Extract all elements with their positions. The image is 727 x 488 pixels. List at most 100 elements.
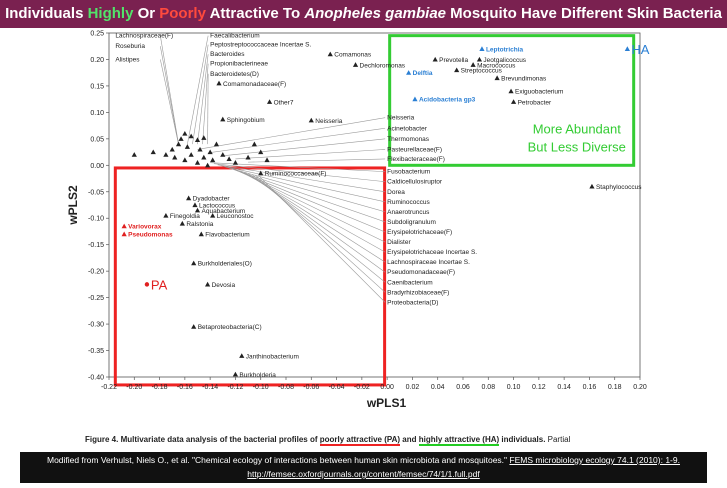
cluster-point [201,154,207,160]
leader-line [197,54,209,145]
right-label: Fusobacterium [387,169,430,176]
right-label: Pseudomonadaceae(F) [387,269,455,276]
x-tick-label: 0.04 [431,384,445,391]
cluster-point [232,160,239,165]
leader-line [160,46,179,145]
cluster-point [178,136,184,141]
point-label: Acidobacteria gp3 [419,97,476,104]
data-point [198,231,204,237]
x-tick-label: -0.14 [202,384,218,391]
cluster-point [194,137,201,142]
x-tick-label: 0.00 [380,384,394,391]
figure-caption: Figure 4. Multivariate data analysis of … [85,435,570,446]
right-label: Erysipelotrichaceae(F) [387,229,452,236]
cluster-point [245,154,251,160]
data-point [191,260,197,266]
right-label: Dialister [387,239,411,246]
x-tick-label: -0.06 [303,384,319,391]
data-point [216,80,222,86]
y-tick-label: 0.15 [90,83,104,90]
y-tick-label: -0.30 [88,322,104,329]
y-tick-label: -0.15 [88,242,104,249]
leader-line [160,35,179,145]
left-label: Lachnospiraceae(F) [115,33,173,40]
caption-part-1: Figure 4. Multivariate data analysis of … [85,435,320,444]
citation-url-link[interactable]: http://femsec.oxfordjournals.org/content… [247,469,480,479]
x-tick-label: 0.12 [532,384,546,391]
y-tick-label: -0.35 [88,348,104,355]
point-label: Prevotella [439,57,468,64]
data-point [121,223,127,229]
point-label: Dyadobacter [193,196,231,203]
citation-text: Modified from Verhulst, Niels O., et al.… [47,455,510,465]
right-label: Acinetobacter [387,125,428,132]
y-tick-label: -0.20 [88,269,104,276]
point-label: Brevundimonas [501,75,547,82]
citation-journal-link[interactable]: FEMS microbiology ecology 74.1 (2010): 1… [509,455,680,465]
leader-line [213,163,386,183]
leader-line [210,127,386,153]
cluster-point [175,141,182,147]
x-tick-label: -0.04 [329,384,345,391]
title-part-3: Attractive To [205,5,305,22]
x-tick-label: -0.02 [354,384,370,391]
x-tick-label: -0.16 [177,384,193,391]
ha-group-label: HA [631,42,649,57]
point-label: Leptotrichia [486,46,524,53]
top-label: Bacteroidetes(D) [210,71,259,78]
right-label: Caldicellulosiruptor [387,179,443,186]
data-point [508,88,514,94]
point-label: Delftia [413,70,433,77]
data-point [406,70,412,75]
title-poorly: Poorly [159,5,206,22]
leader-line [210,162,386,172]
point-label: Aquabacterium [202,208,246,215]
point-label: Jeotgalicoccus [483,57,526,64]
cluster-point [210,157,216,163]
data-point [205,281,211,287]
top-label: Propionibacterineae [210,61,268,68]
right-label: Ruminococcus [387,199,430,206]
cluster-point [220,152,226,157]
y-tick-label: 0.05 [90,136,104,143]
right-label: Bradyrhizobiaceae(F) [387,289,449,296]
data-point [412,96,418,102]
point-label: Betaproteobacteria(C) [198,324,262,331]
point-label: Janthinobacterium [246,353,299,360]
x-tick-label: -0.20 [126,384,142,391]
x-tick-label: -0.18 [152,384,168,391]
x-tick-label: 0.08 [481,384,495,391]
ha-annotation-line: More Abundant [533,122,622,137]
right-label: Caenibacterium [387,279,433,286]
citation-box: Modified from Verhulst, Niels O., et al.… [20,452,707,483]
pa-region-box [113,166,387,387]
leader-line [221,165,386,203]
right-label: Erysipelotrichaceae Incertae S. [387,249,477,256]
data-point [258,170,264,176]
data-point [494,75,500,81]
point-label: Other7 [274,99,294,106]
data-point [454,67,460,73]
pa-group-label: PA [151,277,168,292]
data-point [510,99,517,104]
data-point [194,207,201,213]
x-tick-label: 0.06 [456,384,470,391]
cluster-point [205,162,211,168]
y-tick-label: -0.25 [88,295,104,302]
leader-line [251,174,386,283]
data-point [210,212,216,218]
point-label: Streptococcus [461,68,503,75]
point-label: Sphingobium [227,117,265,124]
data-point [327,51,333,57]
right-label: Thermomonas [387,136,430,143]
pa-group-marker [144,282,150,287]
right-label: Flexibacteraceae(F) [387,156,445,163]
cluster-point [163,152,169,157]
ha-group-marker [624,46,630,51]
right-label: Pasteurellaceae(F) [387,146,442,153]
leader-line [197,117,386,150]
caption-part-2: and [400,435,419,444]
ha-annotation-line: But Less Diverse [528,140,626,155]
data-point [589,183,595,189]
cluster-point [226,156,232,162]
